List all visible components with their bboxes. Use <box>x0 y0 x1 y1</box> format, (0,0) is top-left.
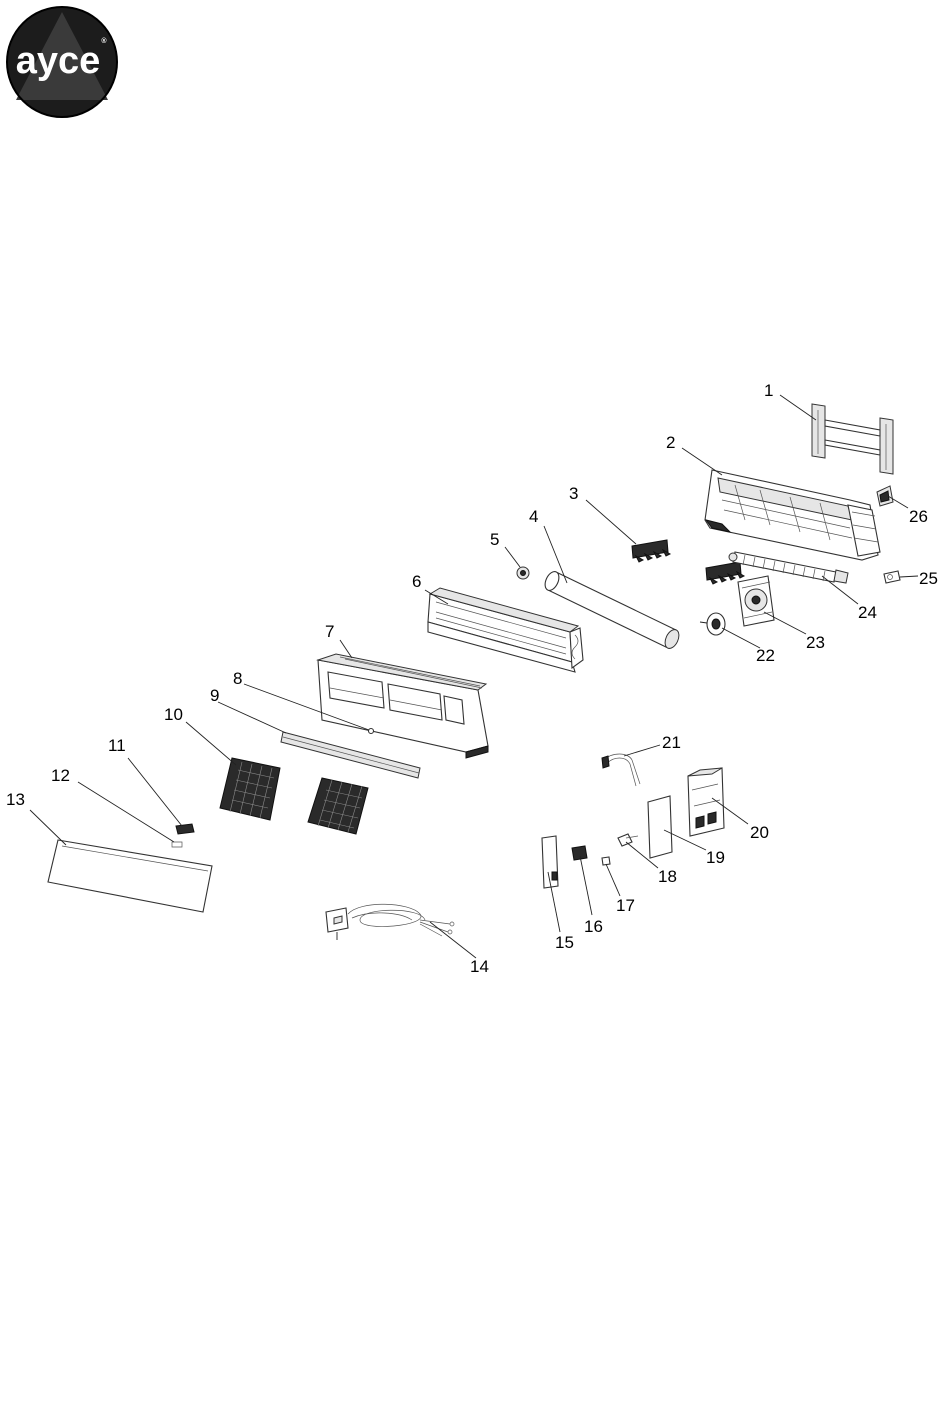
part-6-evaporator <box>428 588 583 672</box>
part-12-label <box>172 842 182 847</box>
part-16-terminal-block <box>572 846 587 860</box>
part-7-front-frame <box>318 654 488 758</box>
callout-17: 17 <box>616 896 635 915</box>
callout-22: 22 <box>756 646 775 665</box>
callout-14: 14 <box>470 957 489 976</box>
callout-26: 26 <box>909 507 928 526</box>
callout-18: 18 <box>658 867 677 886</box>
part-23-motor-bracket <box>738 576 774 626</box>
part-3-louvers <box>632 540 670 562</box>
part-21-wire-harness <box>602 754 640 786</box>
callout-25: 25 <box>919 569 938 588</box>
callout-10: 10 <box>164 705 183 724</box>
part-8-screw <box>369 729 374 734</box>
callout-9: 9 <box>210 686 219 705</box>
callout-19: 19 <box>706 848 725 867</box>
callout-24: 24 <box>858 603 877 622</box>
callout-2: 2 <box>666 433 675 452</box>
callout-23: 23 <box>806 633 825 652</box>
part-20-electric-box <box>688 768 724 836</box>
part-14-power-cord <box>326 904 454 940</box>
callout-21: 21 <box>662 733 681 752</box>
part-1-mounting-plate <box>812 404 893 474</box>
callout-13: 13 <box>6 790 25 809</box>
part-17-connector <box>602 857 610 865</box>
part-5-bearing <box>517 567 529 579</box>
callout-8: 8 <box>233 669 242 688</box>
part-2-chassis <box>705 470 880 560</box>
callout-3: 3 <box>569 484 578 503</box>
brand-logo: ayce ® <box>7 7 117 117</box>
callout-11: 11 <box>108 736 126 755</box>
part-26-bracket <box>877 486 893 506</box>
part-11-display-board <box>176 824 194 834</box>
callout-20: 20 <box>750 823 769 842</box>
part-25-clip <box>884 571 900 583</box>
part-19-pcb <box>648 796 672 858</box>
callout-12: 12 <box>51 766 70 785</box>
callout-5: 5 <box>490 530 499 549</box>
callout-4: 4 <box>529 507 538 526</box>
part-9-strip <box>281 732 420 778</box>
callout-7: 7 <box>325 622 334 641</box>
callout-16: 16 <box>584 917 603 936</box>
part-10-air-filters <box>220 758 368 834</box>
callout-1: 1 <box>764 381 773 400</box>
callout-15: 15 <box>555 933 574 952</box>
brand-name: ayce <box>16 40 101 82</box>
part-22-motor <box>700 613 725 635</box>
part-24-drain-hose <box>729 552 848 583</box>
part-louver-set-2 <box>706 562 744 584</box>
registered-mark: ® <box>101 37 107 45</box>
callout-6: 6 <box>412 572 421 591</box>
part-13-front-cover <box>48 840 212 912</box>
